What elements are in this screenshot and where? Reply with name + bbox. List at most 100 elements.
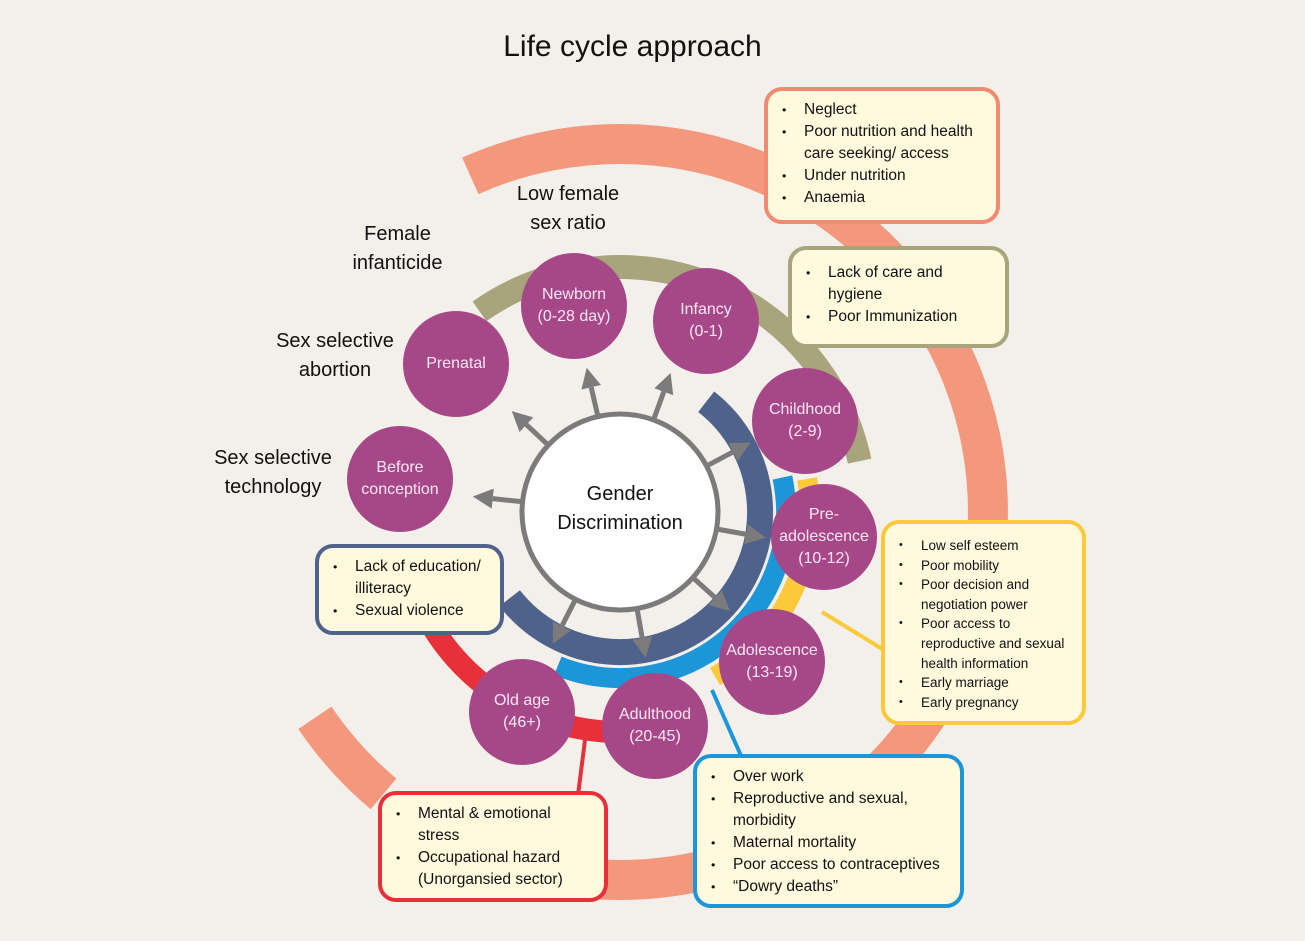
stage-node-infancy: [653, 268, 759, 374]
stage-node-before-conception: [347, 426, 453, 532]
risk-item: Poor mobility: [899, 556, 1074, 576]
box-general-risks: Lack of education/ illiteracySexual viol…: [315, 544, 504, 635]
stage-label-line: (13-19): [746, 664, 798, 681]
risk-list: Lack of education/ illiteracySexual viol…: [329, 556, 490, 622]
arrow-head-icon: [632, 636, 653, 658]
center-label-line1: Gender: [586, 483, 654, 505]
label-line: Female: [364, 223, 431, 245]
stage-label-line: (0-28 day): [537, 308, 611, 325]
risk-item: Over work: [711, 766, 950, 788]
box-adulthood-risks: Over workReproductive and sexual, morbid…: [693, 754, 964, 908]
risk-item: “Dowry deaths”: [711, 876, 950, 898]
stage-label-infancy: Infancy (0-1): [680, 299, 732, 343]
risk-list: Low self esteemPoor mobilityPoor decisio…: [895, 536, 1074, 712]
risk-list: Over workReproductive and sexual, morbid…: [707, 766, 950, 898]
label-female-infanticide: Female infanticide: [330, 220, 465, 278]
arrow-shaft: [492, 496, 521, 505]
risk-item: Anaemia: [782, 187, 986, 209]
stage-label-line: Newborn: [541, 286, 607, 303]
stage-label-old-age: Old age (46+): [494, 690, 550, 734]
stage-label-line: (46+): [503, 714, 541, 731]
stage-node-childhood: [752, 368, 858, 474]
arrow-shaft: [524, 422, 549, 446]
arrow-shaft: [559, 599, 577, 628]
arrow-shaft: [588, 386, 600, 416]
risk-item: Maternal mortality: [711, 832, 950, 854]
stage-label-line: (2-9): [788, 423, 822, 440]
label-line: Low female: [516, 183, 620, 205]
risk-item: Poor Immunization: [806, 306, 995, 328]
label-line: technology: [224, 476, 322, 498]
salmon-outer-arc-tail: [298, 706, 397, 810]
stage-label-line: Infancy: [680, 301, 732, 318]
stage-label-line: Adolescence: [726, 642, 818, 659]
risk-item: Mental & emotional stress: [396, 803, 594, 847]
arrow-head-icon: [472, 488, 494, 509]
stage-label-line: Adulthood: [618, 706, 692, 723]
stage-label-line: Before: [376, 459, 424, 476]
label-line: Sex selective: [214, 447, 332, 469]
risk-list: Mental & emotional stressOccupational ha…: [392, 803, 594, 891]
stage-label-before-conception: Before conception: [361, 457, 438, 501]
slate-arc: [499, 391, 774, 666]
stage-label-pre-adolescence: Pre-adolescence (10-12): [779, 504, 869, 570]
stage-label-line: Old age: [493, 692, 551, 709]
sky-connector: [710, 689, 744, 759]
arrow-head-icon: [744, 524, 766, 545]
stage-node-adolescence: [719, 609, 825, 715]
stage-label-line: Childhood: [768, 401, 842, 418]
risk-item: Lack of care and hygiene: [806, 262, 995, 306]
stage-label-line: Prenatal: [426, 355, 486, 372]
center-circle: [519, 411, 721, 613]
risk-item: Under nutrition: [782, 165, 986, 187]
stage-node-adulthood: [602, 673, 708, 779]
label-sex-selective-abortion: Sex selective abortion: [265, 327, 405, 385]
stage-label-line: adolescence: [779, 528, 869, 545]
risk-item: Poor nutrition and health care seeking/ …: [782, 121, 986, 165]
label-line: infanticide: [352, 252, 443, 274]
risk-list: NeglectPoor nutrition and health care se…: [778, 99, 986, 209]
arrow-head-icon: [654, 372, 674, 396]
risk-item: Lack of education/ illiteracy: [333, 556, 490, 600]
box-old-age-risks: Mental & emotional stressOccupational ha…: [378, 791, 608, 902]
stage-label-line: (0-1): [689, 323, 723, 340]
stage-label-newborn: Newborn (0-28 day): [538, 284, 611, 328]
arrow-shaft: [692, 577, 717, 600]
risk-item: Poor decision and negotiation power: [899, 575, 1074, 614]
risk-item: Poor access to contraceptives: [711, 854, 950, 876]
stage-label-line: conception: [361, 481, 439, 498]
stage-label-adulthood: Adulthood (20-45): [619, 704, 691, 748]
diagram-title: Life cycle approach: [503, 30, 762, 63]
risk-item: Poor access to reproductive and sexual h…: [899, 614, 1074, 673]
risk-item: Neglect: [782, 99, 986, 121]
stage-node-pre-adolescence: [771, 484, 877, 590]
stage-node-newborn: [521, 253, 627, 359]
arrow-head-icon: [511, 411, 534, 433]
risk-item: Sexual violence: [333, 600, 490, 622]
box-adolescence-risks: Low self esteemPoor mobilityPoor decisio…: [881, 520, 1086, 725]
stage-label-prenatal: Prenatal: [426, 353, 486, 375]
arrow-head-icon: [581, 367, 601, 390]
label-line: Sex selective: [276, 330, 394, 352]
label-line: abortion: [298, 359, 372, 381]
stage-label-line: (10-12): [798, 550, 850, 567]
red-connector: [576, 739, 587, 796]
stage-label-childhood: Childhood (2-9): [769, 399, 841, 443]
stage-node-prenatal: [403, 311, 509, 417]
stage-label-line: (20-45): [629, 728, 681, 745]
arrow-head-icon: [728, 442, 751, 461]
arrow-head-icon: [708, 590, 730, 612]
stage-label-line: Pre-: [808, 506, 840, 523]
risk-item: Early marriage: [899, 673, 1074, 693]
arrow-head-icon: [552, 621, 571, 644]
arrow-shaft: [718, 526, 747, 537]
label-low-female-sex-ratio: Low female sex ratio: [498, 180, 638, 238]
box-newborn-risks: Lack of care and hygienePoor Immunizatio…: [788, 246, 1009, 348]
risk-item: Early pregnancy: [899, 693, 1074, 713]
box-infancy-childhood-risks: NeglectPoor nutrition and health care se…: [764, 87, 1000, 224]
yellow-connector: [820, 610, 886, 652]
arrow-shaft: [651, 390, 667, 419]
risk-item: Low self esteem: [899, 536, 1074, 556]
stage-node-old-age: [469, 659, 575, 765]
